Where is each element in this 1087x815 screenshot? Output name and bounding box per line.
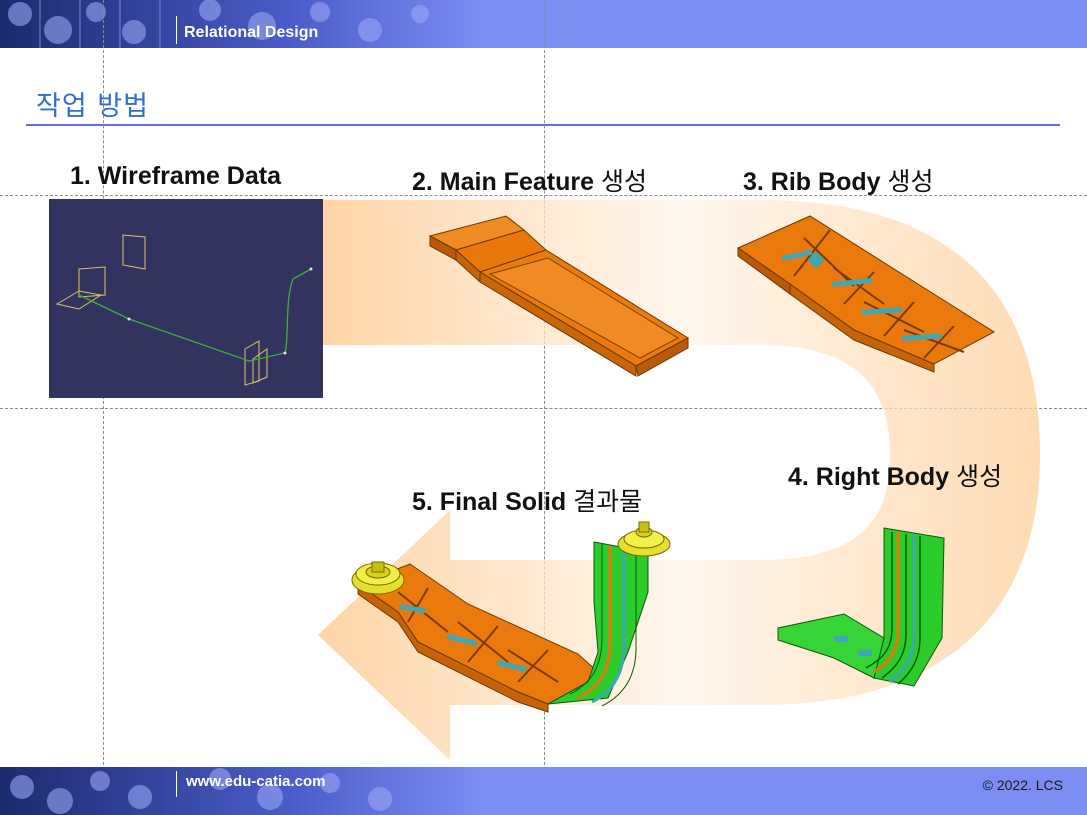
step-2-label: 2. Main Feature 생성 xyxy=(412,167,647,196)
final-solid-model xyxy=(351,521,671,713)
guide-line xyxy=(544,0,545,815)
guide-line xyxy=(0,195,1087,196)
step-4-label: 4. Right Body 생성 xyxy=(788,462,1003,491)
step-5-label: 5. Final Solid 결과물 xyxy=(412,487,643,516)
rib-body-model xyxy=(736,215,995,373)
header-decoration xyxy=(0,0,480,48)
right-body-model xyxy=(777,527,945,687)
header-title: Relational Design xyxy=(184,24,319,41)
right-boss xyxy=(617,521,671,557)
footer-divider xyxy=(176,771,177,797)
header-divider xyxy=(176,16,177,44)
section-title: 작업 방법 xyxy=(36,91,149,122)
footer-copyright: © 2022. LCS xyxy=(982,777,1063,793)
step-3-label: 3. Rib Body 생성 xyxy=(743,167,934,196)
wireframe-image xyxy=(49,199,323,398)
title-underline xyxy=(26,124,1060,126)
footer-bar: www.edu-catia.com © 2022. LCS xyxy=(0,767,1087,815)
guide-line xyxy=(0,408,1087,409)
step-1-label: 1. Wireframe Data xyxy=(70,162,281,190)
guide-line xyxy=(103,0,104,815)
main-feature-model xyxy=(428,215,689,377)
left-boss xyxy=(351,561,405,595)
header-bar: Relational Design xyxy=(0,0,1087,48)
footer-website-link[interactable]: www.edu-catia.com xyxy=(186,773,326,790)
footer-decoration xyxy=(0,767,480,815)
